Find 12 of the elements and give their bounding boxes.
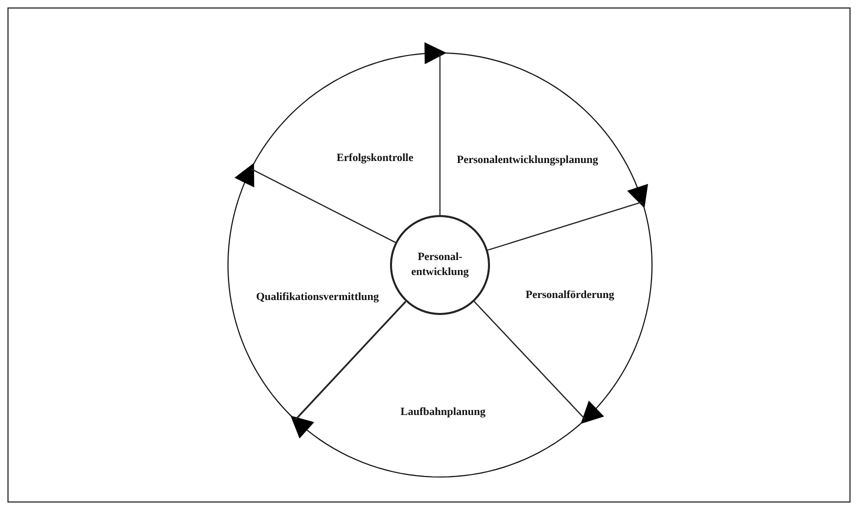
cycle-arrow xyxy=(580,202,653,424)
cycle-arrow xyxy=(290,416,586,478)
pie-sector xyxy=(251,53,440,242)
sector-label: Qualifikationsvermittlung xyxy=(255,290,380,305)
sector-label: Personalentwicklungsplanung xyxy=(456,153,600,168)
sector-label: Erfolgskontrolle xyxy=(336,151,414,166)
cycle-arrow xyxy=(440,52,648,208)
sector-label: Personalförderung xyxy=(524,288,616,303)
center-label: Personal- entwicklung xyxy=(410,250,470,280)
pie-sector xyxy=(440,53,642,250)
cycle-arrow xyxy=(227,162,296,420)
sector-label: Laufbahnplanung xyxy=(399,404,486,420)
